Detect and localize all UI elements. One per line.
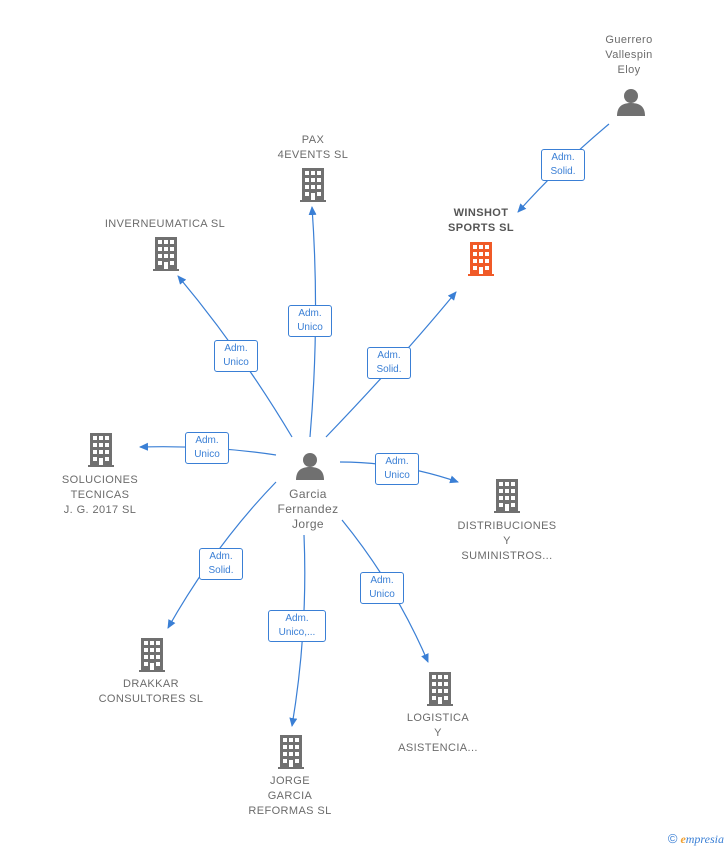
node-label-winshot[interactable]: WINSHOT SPORTS SL	[421, 206, 541, 236]
building-icon[interactable]	[278, 735, 304, 769]
label-line: CONSULTORES SL	[98, 693, 204, 705]
node-label-distribuciones[interactable]: DISTRIBUCIONES Y SUMINISTROS...	[447, 519, 567, 564]
edge-badge-center-soluciones: Adm. Unico	[185, 432, 229, 464]
brand-name: mpresia	[685, 832, 724, 846]
node-label-inverneumatica[interactable]: INVERNEUMATICA SL	[90, 217, 240, 232]
label-line: JORGE	[270, 775, 310, 787]
badge-line: Adm.	[209, 551, 233, 562]
edge-badge-center-drakkar: Adm. Solid.	[199, 548, 243, 580]
badge-line: Adm.	[385, 456, 409, 467]
badge-line: Unico	[194, 449, 220, 460]
label-line: Eloy	[617, 64, 641, 76]
badge-line: Adm.	[377, 350, 401, 361]
label-line: LOGISTICA	[406, 712, 470, 724]
edge-badge-center-logistica: Adm. Unico	[360, 572, 404, 604]
badge-line: Unico	[369, 589, 395, 600]
label-line: Jorge	[291, 517, 325, 531]
building-icon[interactable]	[153, 237, 179, 271]
edge-badge-center-winshot: Adm. Solid.	[367, 347, 411, 379]
label-line: GARCIA	[267, 790, 313, 802]
building-icon[interactable]	[300, 168, 326, 202]
node-label-guerrero[interactable]: Guerrero Vallespin Eloy	[579, 33, 679, 78]
label-line: REFORMAS SL	[248, 805, 332, 817]
building-icon[interactable]	[494, 479, 520, 513]
node-label-pax[interactable]: PAX 4EVENTS SL	[253, 133, 373, 163]
label-line: Vallespin	[605, 49, 653, 61]
label-line: Guerrero	[605, 34, 653, 46]
building-icon[interactable]	[88, 433, 114, 467]
badge-line: Adm.	[298, 308, 322, 319]
badge-line: Adm.	[195, 435, 219, 446]
label-line: SUMINISTROS...	[461, 550, 553, 562]
edge-badge-center-jorge-reformas: Adm. Unico,...	[268, 610, 326, 642]
node-label-soluciones[interactable]: SOLUCIONES TECNICAS J. G. 2017 SL	[40, 473, 160, 518]
badge-line: Adm.	[224, 343, 248, 354]
node-label-drakkar[interactable]: DRAKKAR CONSULTORES SL	[86, 677, 216, 707]
label-line: 4EVENTS SL	[277, 149, 349, 161]
node-label-logistica[interactable]: LOGISTICA Y ASISTENCIA...	[378, 711, 498, 756]
edge-badge-center-inverneumatica: Adm. Unico	[214, 340, 258, 372]
label-line: TECNICAS	[70, 489, 130, 501]
label-line: SPORTS SL	[448, 222, 514, 234]
person-icon[interactable]	[617, 89, 645, 116]
label-line: ASISTENCIA...	[398, 742, 478, 754]
node-label-jorge-reformas[interactable]: JORGE GARCIA REFORMAS SL	[230, 774, 350, 819]
node-label-center[interactable]: Garcia Fernandez Jorge	[258, 487, 358, 532]
label-line: Garcia	[289, 487, 327, 501]
badge-line: Solid.	[376, 364, 402, 375]
label-line: SOLUCIONES	[61, 474, 139, 486]
edge-badge-center-distribuciones: Adm. Unico	[375, 453, 419, 485]
badge-line: Adm.	[551, 152, 575, 163]
edge-badge-guerrero-winshot: Adm. Solid.	[541, 149, 585, 181]
building-icon[interactable]	[468, 242, 494, 276]
label-line: WINSHOT	[453, 207, 509, 219]
badge-line: Adm.	[285, 613, 309, 624]
badge-line: Unico	[384, 470, 410, 481]
label-line: Fernandez	[277, 502, 339, 516]
copyright-icon: ©	[667, 831, 678, 846]
badge-line: Unico	[223, 357, 249, 368]
label-line: PAX	[301, 134, 325, 146]
badge-line: Unico,...	[278, 627, 316, 638]
badge-line: Adm.	[370, 575, 394, 586]
badge-line: Solid.	[208, 565, 234, 576]
label-line: Y	[503, 535, 511, 547]
badge-line: Unico	[297, 322, 323, 333]
label-line: DISTRIBUCIONES	[457, 520, 557, 532]
person-icon[interactable]	[296, 453, 324, 480]
label-line: DRAKKAR	[123, 678, 179, 690]
label-line: Y	[434, 727, 442, 739]
building-icon[interactable]	[427, 672, 453, 706]
label-line: J. G. 2017 SL	[63, 504, 137, 516]
label-line: INVERNEUMATICA SL	[104, 218, 226, 230]
footer-brand[interactable]: ©empresia	[668, 831, 724, 847]
brand-initial: e	[680, 832, 686, 846]
badge-line: Solid.	[550, 166, 576, 177]
building-icon[interactable]	[139, 638, 165, 672]
edge-badge-center-pax: Adm. Unico	[288, 305, 332, 337]
